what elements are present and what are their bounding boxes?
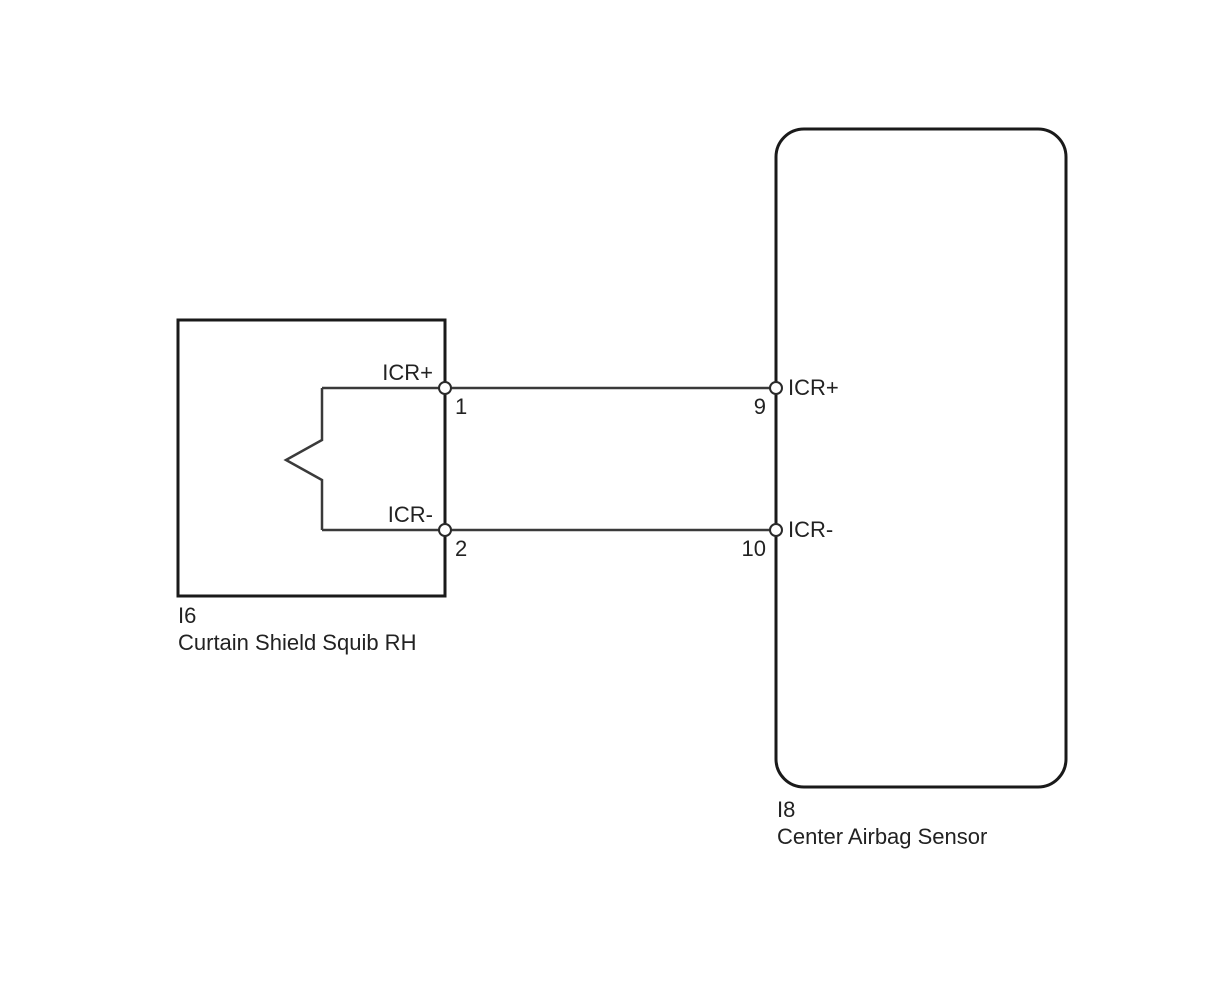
squib-component-name: Curtain Shield Squib RH [178,630,416,655]
sensor-component-name: Center Airbag Sensor [777,824,987,849]
squib-connector-box [176,318,447,598]
sensor-terminal-9 [769,381,783,395]
squib-terminal-1 [438,381,452,395]
sensor-terminal-10 [769,523,783,537]
sensor-connector-code: I8 [777,797,795,822]
squib-element-symbol [283,388,324,530]
sensor-pin-number-10: 10 [742,536,766,561]
squib-pin-number-2: 2 [455,536,467,561]
sensor-connector-box [774,127,1068,789]
squib-terminal-2 [438,523,452,537]
sensor-signal-label-icr-minus: ICR- [788,517,833,542]
sensor-pin-number-9: 9 [754,394,766,419]
squib-signal-label-icr-plus: ICR+ [382,360,433,385]
squib-pin-number-1: 1 [455,394,467,419]
sensor-signal-label-icr-plus: ICR+ [788,375,839,400]
squib-connector-code: I6 [178,603,196,628]
squib-signal-label-icr-minus: ICR- [388,502,433,527]
